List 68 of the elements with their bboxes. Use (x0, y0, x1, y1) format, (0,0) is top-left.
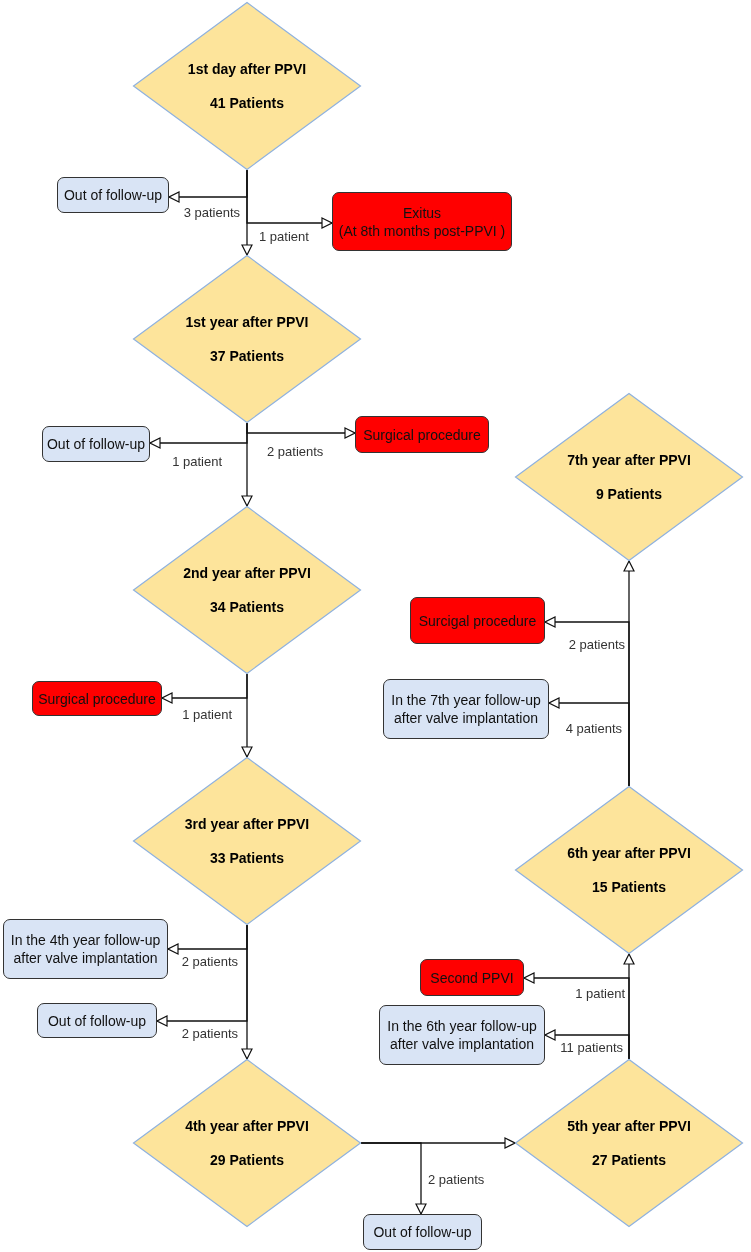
arrow (241, 422, 253, 507)
outcome-label: Out of follow-up (373, 1223, 472, 1241)
arrow (360, 1137, 516, 1149)
patient-count: 34 Patients (210, 599, 284, 615)
edge-label: 2 patients (568, 637, 625, 652)
outcome-label: In the 6th year follow-up after valve implantation (386, 1017, 538, 1053)
timepoint-label: 7th year after PPVI (567, 452, 691, 468)
outcome-label: (At 8th months post-PPVI ) (338, 221, 506, 240)
outcome-label: Exitus (402, 203, 442, 222)
outcome-box (355, 416, 489, 453)
outcome-label: Second PPVI (430, 968, 514, 987)
decision-diamond (133, 1059, 361, 1227)
outcome-box (37, 1003, 157, 1038)
outcome-label: Out of follow-up (63, 186, 163, 204)
decision-diamond (515, 786, 743, 954)
arrow (241, 673, 253, 758)
patient-count: 37 Patients (210, 348, 284, 364)
patient-count: 29 Patients (210, 1152, 284, 1168)
outcome-box (42, 426, 150, 462)
outcome-label: Surcigal procedure (418, 611, 537, 630)
outcome-label: Out of follow-up (46, 435, 146, 453)
outcome-box (3, 919, 168, 979)
timepoint-label: 2nd year after PPVI (183, 565, 311, 581)
edge-label: 11 patients (560, 1040, 623, 1055)
timepoint-label: 3rd year after PPVI (184, 816, 310, 832)
outcome-label: Surgical procedure (363, 425, 481, 444)
edge-label: 1 patient (172, 454, 222, 469)
patient-count: 33 Patients (210, 850, 284, 866)
timepoint-label: 1st day after PPVI (187, 61, 307, 77)
outcome-box (383, 679, 549, 739)
outcome-box (57, 177, 169, 213)
outcome-label: In the 4th year follow-up after valve implantation (9, 931, 162, 967)
edge-label: 1 patient (259, 229, 309, 244)
decision-diamond (133, 255, 361, 423)
timepoint-label: 5th year after PPVI (567, 1118, 691, 1134)
outcome-label: In the 7th year follow-up after valve implantation (390, 691, 542, 727)
timepoint-label: 6th year after PPVI (567, 845, 691, 861)
edge-label: 2 patients (181, 954, 238, 969)
outcome-box (332, 192, 512, 251)
decision-diamond (515, 1059, 743, 1227)
timepoint-label: 4th year after PPVI (185, 1118, 309, 1134)
outcome-label: Out of follow-up (47, 1011, 147, 1030)
edge-label: 1 patient (575, 986, 625, 1001)
edge-label: 1 patient (182, 707, 232, 722)
edge-label: 2 patients (267, 444, 324, 459)
decision-diamond (133, 2, 361, 170)
timepoint-label: 1st year after PPVI (185, 314, 309, 330)
patient-count: 9 Patients (595, 486, 663, 502)
decision-diamond (133, 506, 361, 674)
edge-label: 2 patients (181, 1026, 238, 1041)
outcome-box (363, 1214, 482, 1250)
patient-count: 27 Patients (592, 1152, 666, 1168)
outcome-box (410, 597, 545, 644)
arrow (623, 953, 635, 1060)
outcome-box (379, 1005, 545, 1065)
edge-label: 2 patients (428, 1172, 485, 1187)
patient-count: 41 Patients (210, 95, 284, 111)
arrow (241, 924, 253, 1060)
edge-label: 3 patients (183, 205, 240, 220)
arrow (623, 560, 635, 787)
decision-diamond (133, 757, 361, 925)
patient-count: 15 Patients (592, 879, 666, 895)
edge-label: 4 patients (565, 721, 622, 736)
decision-diamond (515, 393, 743, 561)
outcome-label: Surgical procedure (38, 689, 156, 708)
outcome-box (32, 681, 162, 716)
outcome-box (420, 959, 524, 996)
arrow (241, 169, 253, 256)
